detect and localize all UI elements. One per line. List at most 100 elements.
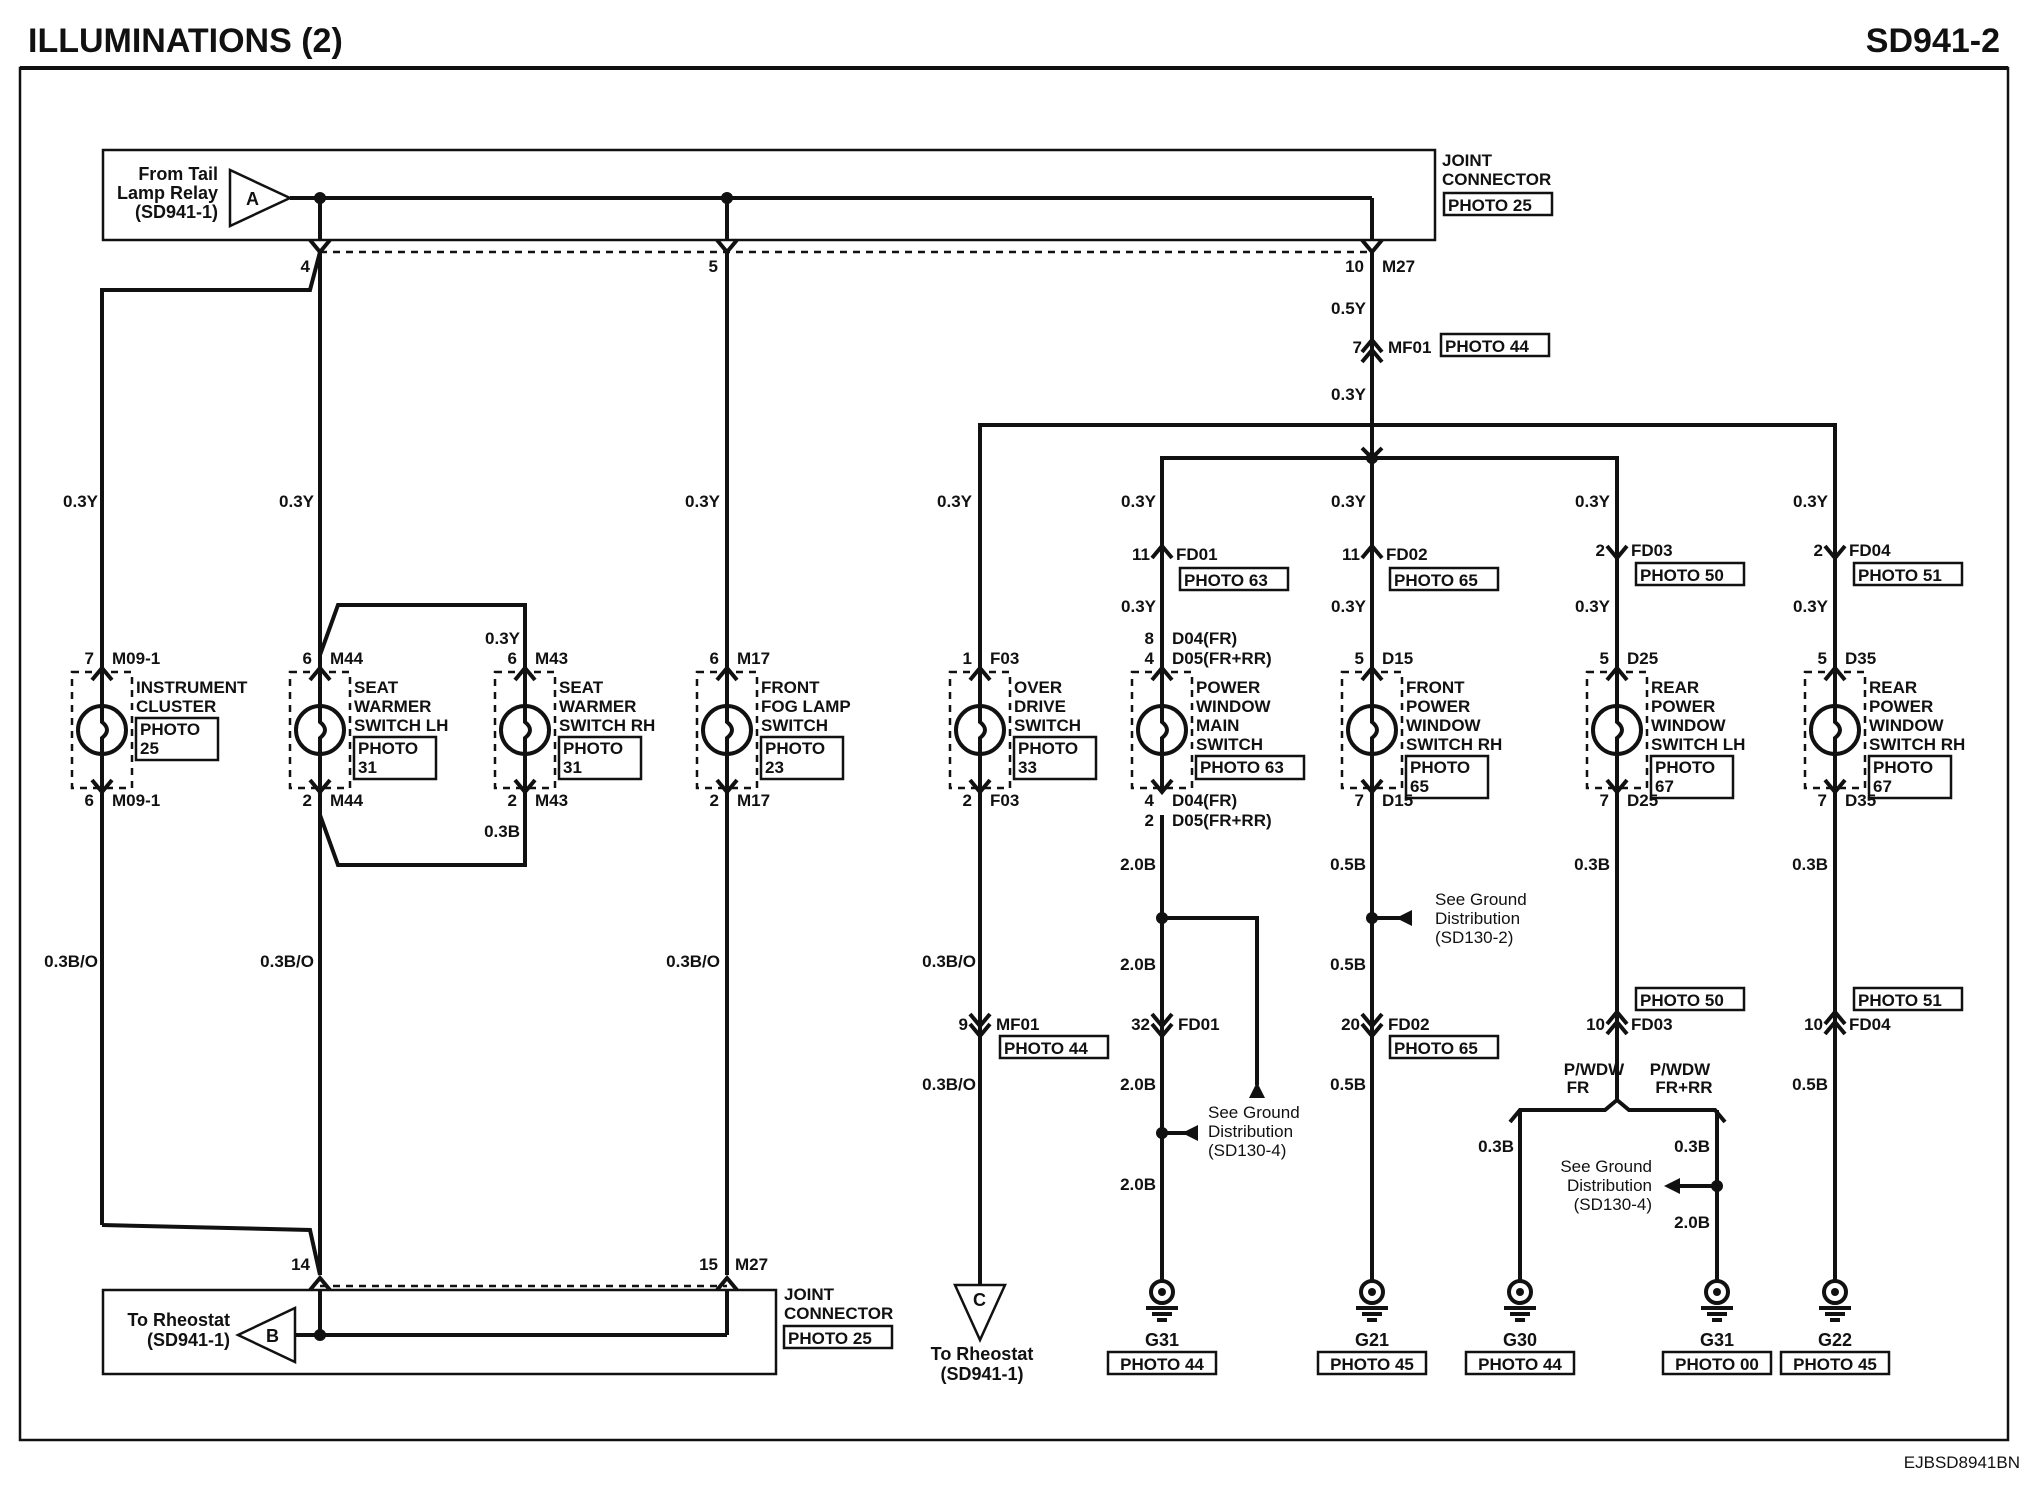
component-name: FRONT	[1406, 678, 1465, 697]
top-joint-label-1: JOINT	[1442, 151, 1493, 170]
photo-label: PHOTO	[1655, 758, 1715, 777]
connector-chevron	[1360, 238, 1384, 256]
component-name: SWITCH RH	[1406, 735, 1502, 754]
svg-text:10: 10	[1586, 1015, 1605, 1034]
component-name: REAR	[1651, 678, 1699, 697]
wire-gauge: 0.3B/O	[666, 952, 720, 971]
dist-bus-rl	[1372, 456, 1619, 668]
component-name: WINDOW	[1406, 716, 1482, 735]
pin-code: M43	[535, 649, 568, 668]
photo-box	[998, 1034, 1110, 1060]
pin-label: 2	[710, 791, 719, 810]
connector-chevron	[968, 1012, 992, 1030]
photo-label: PHOTO 45	[1330, 1355, 1414, 1374]
pin-label: 4	[1145, 791, 1155, 810]
photo-box	[759, 735, 845, 781]
terminal-c-label-1: To Rheostat	[931, 1344, 1034, 1364]
ground-note: See Ground	[1560, 1157, 1652, 1176]
ground-note: (SD130-4)	[1574, 1195, 1652, 1214]
connector-code: MF01	[996, 1015, 1039, 1034]
terminal-c-label-2: (SD941-1)	[940, 1364, 1023, 1384]
pwdw-right-2: FR+RR	[1655, 1078, 1712, 1097]
connector-chevron	[1360, 346, 1384, 364]
pin-label: 4	[1145, 649, 1155, 668]
svg-text:PHOTO 50: PHOTO 50	[1640, 566, 1724, 585]
dest-letter: B	[266, 1326, 279, 1346]
photo-label: PHOTO 63	[1200, 758, 1284, 777]
photo-box	[1404, 754, 1490, 800]
photo-label: PHOTO	[358, 739, 418, 758]
svg-text:PHOTO 65: PHOTO 65	[1394, 571, 1478, 590]
pin-code: M09-1	[112, 649, 160, 668]
pin-label: 6	[710, 649, 719, 668]
photo-label: PHOTO	[563, 739, 623, 758]
photo-label: PHOTO	[1873, 758, 1933, 777]
ground-arrow	[1249, 1082, 1265, 1098]
wire-gauge: 2.0B	[1120, 1075, 1156, 1094]
dist-bus-pwm	[1160, 456, 1372, 668]
wire-gauge: 0.3Y	[485, 629, 521, 648]
photo-label: 23	[765, 758, 784, 777]
pin-code: M44	[330, 791, 364, 810]
component-name: SWITCH LH	[1651, 735, 1745, 754]
diagram-frame	[18, 66, 2010, 1442]
connector-chevron	[308, 238, 332, 256]
svg-text:FD02: FD02	[1388, 1015, 1430, 1034]
svg-text:FD03: FD03	[1631, 1015, 1673, 1034]
pin-label: 10	[1345, 257, 1364, 276]
photo-label: PHOTO 45	[1793, 1355, 1877, 1374]
pin-label: 5	[1818, 649, 1827, 668]
pin-code: M27	[1382, 257, 1415, 276]
pin-label: 5	[1600, 649, 1609, 668]
wire-gauge: 0.3Y	[1331, 597, 1367, 616]
wire-split-left	[1508, 1098, 1619, 1124]
bottom-joint-photo: PHOTO 25	[788, 1329, 872, 1348]
svg-text:FD03: FD03	[1631, 541, 1673, 560]
photo-label: PHOTO 44	[1004, 1039, 1088, 1058]
svg-text:10: 10	[1804, 1015, 1823, 1034]
svg-text:FD04: FD04	[1849, 541, 1891, 560]
photo-box	[1106, 1350, 1218, 1376]
pin-label: 5	[1355, 649, 1364, 668]
svg-text:11: 11	[1342, 545, 1360, 564]
terminal-c-letter: C	[973, 1290, 986, 1310]
pin-label: 6	[508, 649, 517, 668]
pin-label: 6	[303, 649, 312, 668]
source-label-1: From Tail	[138, 164, 218, 184]
wire-gauge: 0.3Y	[1331, 492, 1367, 511]
wire-gauge: 0.5Y	[1331, 299, 1367, 318]
pin-code: D15	[1382, 791, 1413, 810]
component-name: WARMER	[559, 697, 636, 716]
component-name: REAR	[1869, 678, 1917, 697]
pwdw-left-1: P/WDW	[1564, 1060, 1625, 1079]
pin-code: M17	[737, 791, 770, 810]
source-label-2: Lamp Relay	[117, 183, 218, 203]
svg-text:PHOTO 65: PHOTO 65	[1394, 1039, 1478, 1058]
splice-dot	[1366, 452, 1378, 464]
photo-label: PHOTO	[1018, 739, 1078, 758]
photo-label: PHOTO 44	[1445, 337, 1529, 356]
wire-ground-branch	[1162, 916, 1259, 1085]
pin-code: M27	[735, 1255, 768, 1274]
wire-gauge: 2.0B	[1120, 1175, 1156, 1194]
wire-gauge: 0.3Y	[1575, 492, 1611, 511]
ground-note: Distribution	[1567, 1176, 1652, 1195]
pin-label: 14	[291, 1255, 310, 1274]
bottom-joint-label-2: CONNECTOR	[784, 1304, 893, 1323]
fd02-top-connector: 11 FD02 PHOTO 65	[1342, 542, 1500, 592]
source-letter: A	[246, 189, 259, 209]
wire-gauge: 0.3Y	[279, 492, 315, 511]
pin-code: D05(FR+RR)	[1172, 811, 1272, 830]
svg-text:FD01: FD01	[1178, 1015, 1220, 1034]
pin-code: D05(FR+RR)	[1172, 649, 1272, 668]
photo-box	[1439, 332, 1551, 358]
pwdw-left-2: FR	[1567, 1078, 1590, 1097]
wire-gauge: 2.0B	[1120, 955, 1156, 974]
photo-label: 67	[1873, 777, 1892, 796]
component-name: SWITCH RH	[559, 716, 655, 735]
